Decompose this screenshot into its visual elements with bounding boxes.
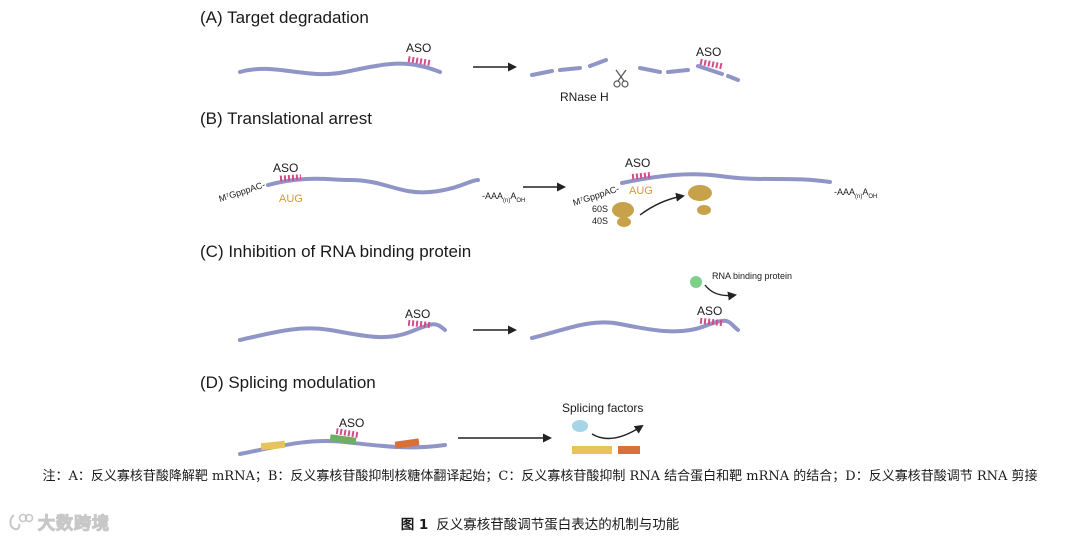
- panel-c-aso: ASO: [405, 307, 433, 329]
- panel-c-rna-after: [530, 318, 740, 340]
- panel-b-tail: -AAA(n)AOH: [482, 191, 525, 204]
- panel-a-aso-label: ASO: [406, 41, 431, 55]
- panel-c-aso-after-label: ASO: [697, 304, 722, 318]
- figure-note: 注：A：反义寡核苷酸降解靶 mRNA；B：反义寡核苷酸抑制核糖体翻译起始；C：反…: [42, 469, 1038, 484]
- rna-binding-protein-label: RNA binding protein: [712, 271, 792, 281]
- panel-b-tail-after: -AAA(n)AOH: [834, 187, 877, 200]
- panel-a-title: (A) Target degradation: [200, 8, 369, 27]
- panel-d-aso-label: ASO: [339, 416, 364, 430]
- spliced-exon-1: [572, 446, 612, 454]
- ribosome-subunits-bound: 60S 40S: [592, 202, 634, 227]
- figure-number: 图 1: [400, 517, 429, 533]
- scissors-icon: [613, 69, 629, 88]
- ribosome-60s-label: 60S: [592, 204, 608, 214]
- rna-binding-protein-icon: [690, 276, 702, 288]
- panel-b-aug-label: AUG: [279, 193, 303, 205]
- exon-2-aso-target: [329, 434, 357, 445]
- panel-c-title: (C) Inhibition of RNA binding protein: [200, 242, 471, 261]
- panel-b-title: (B) Translational arrest: [200, 109, 372, 128]
- panel-a-aso-after: ASO: [696, 45, 724, 70]
- watermark-logo-icon: [9, 513, 34, 530]
- spliced-exon-3: [618, 446, 640, 454]
- panel-c-aso-after: ASO: [697, 304, 725, 327]
- panel-d-aso: ASO: [335, 416, 364, 438]
- splicing-factor-icon: [572, 420, 588, 432]
- watermark-text: 大数跨境: [38, 514, 110, 535]
- splicing-factors-label: Splicing factors: [562, 401, 643, 415]
- rnase-h-label: RNase H: [560, 90, 609, 104]
- panel-b-aug-after-label: AUG: [629, 185, 653, 197]
- panel-b-cap-label: M⁷GpppAC-: [218, 179, 267, 203]
- ribosome-40s-label: 40S: [592, 216, 608, 226]
- panel-c-release-arrow: [704, 284, 737, 301]
- figure-caption-text: 反义寡核苷酸调节蛋白表达的机制与功能: [436, 517, 680, 533]
- panel-b-aso: ASO: [273, 161, 302, 182]
- panel-b-aso-label: ASO: [273, 161, 298, 175]
- panel-a-aso: ASO: [406, 41, 431, 67]
- panel-b-rna: [266, 176, 480, 195]
- panel-a-degraded-rna: [530, 58, 740, 82]
- watermark: 大数跨境: [8, 509, 110, 535]
- panel-d-title: (D) Splicing modulation: [200, 373, 376, 392]
- exon-1: [260, 440, 286, 451]
- panel-a-aso-after-label: ASO: [696, 45, 721, 59]
- mechanism-figure: (A) Target degradation ASO RNase H ASO (…: [200, 8, 877, 456]
- panel-c-rna: [238, 322, 447, 342]
- exon-3: [394, 438, 420, 449]
- ribosome-subunits-released: [688, 185, 712, 215]
- panel-b-aso-after-label: ASO: [625, 156, 650, 170]
- panel-b-release-arrow: [639, 192, 685, 216]
- panel-c-aso-label: ASO: [405, 307, 430, 321]
- figure-caption: 图 1 反义寡核苷酸调节蛋白表达的机制与功能: [0, 513, 1080, 533]
- panel-d-splice-arrow: [591, 424, 644, 440]
- panel-b-aso-after: ASO: [625, 156, 653, 181]
- panel-b-rna-after: [620, 172, 832, 185]
- panel-a-rna: [238, 61, 442, 77]
